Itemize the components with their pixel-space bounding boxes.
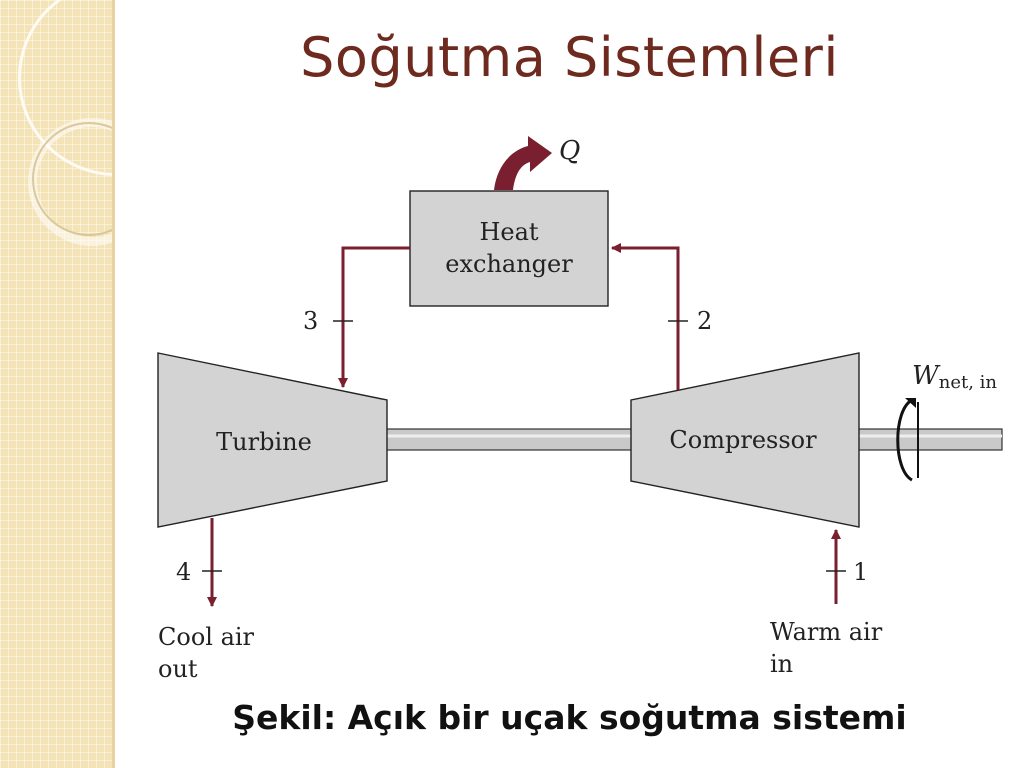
rotation-icon bbox=[896, 398, 913, 482]
state-3-label: 3 bbox=[303, 307, 318, 335]
turbine bbox=[157, 352, 388, 528]
heat-exchanger-label-line2: exchanger bbox=[445, 250, 573, 278]
slide-title: Soğutma Sistemleri bbox=[300, 26, 839, 89]
work-input-label: Wnet, in bbox=[912, 361, 997, 393]
flow-2-to-heat-exchanger bbox=[611, 243, 680, 390]
side-divider bbox=[112, 0, 115, 768]
outlet-label-line2: out bbox=[158, 655, 198, 683]
heat-exchanger bbox=[409, 190, 609, 307]
heat-out-label: Q bbox=[559, 136, 580, 166]
inlet-label-line2: in bbox=[770, 650, 793, 678]
heat-exchanger-label-line1: Heat bbox=[479, 218, 538, 246]
turbine-label: Turbine bbox=[216, 428, 312, 456]
compressor-label: Compressor bbox=[669, 426, 817, 454]
state-2-label: 2 bbox=[697, 307, 712, 335]
inlet-label-line1: Warm air bbox=[770, 618, 883, 646]
heat-out-arrow bbox=[494, 136, 552, 190]
figure-caption: Şekil: Açık bir uçak soğutma sistemi bbox=[232, 698, 907, 737]
rotation-arrowhead-icon bbox=[905, 398, 916, 408]
state-1-label: 1 bbox=[853, 558, 868, 586]
outlet-label-line1: Cool air bbox=[158, 623, 255, 651]
state-4-label: 4 bbox=[176, 558, 191, 586]
compressor bbox=[630, 352, 860, 528]
decorative-side-band bbox=[0, 0, 112, 768]
flow-heat-exchanger-to-3 bbox=[338, 246, 410, 388]
